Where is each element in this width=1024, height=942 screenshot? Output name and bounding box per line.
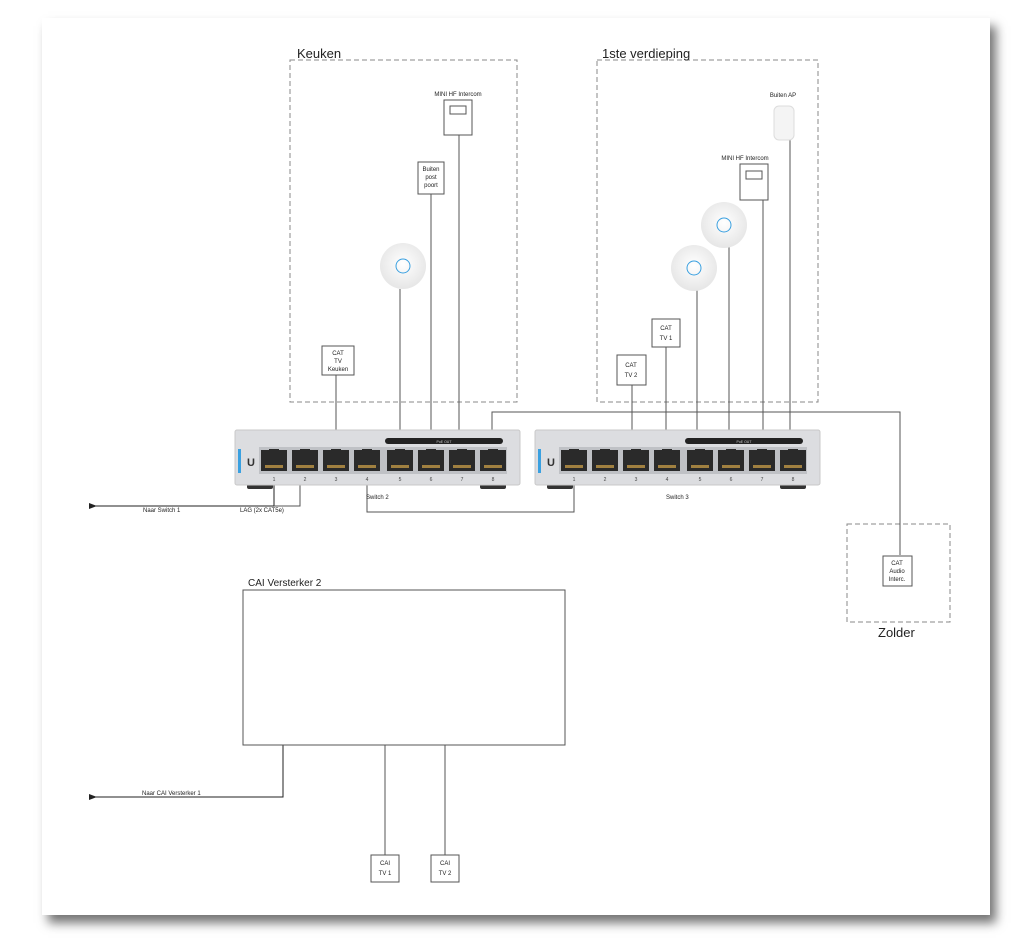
cat-tv-keuken: CAT TV Keuken (321, 345, 355, 376)
intercom-label: MINI HF Intercom (434, 92, 481, 98)
ethernet-port-2[interactable] (292, 449, 318, 471)
switch-2-label: Switch 2 (366, 495, 389, 501)
ethernet-port-7[interactable] (749, 449, 775, 471)
device-label: Interc. (889, 577, 906, 583)
port-number: 6 (430, 477, 433, 483)
zone-zolder: Zolder (846, 523, 951, 640)
port-number: 4 (366, 477, 369, 483)
device-label: TV (334, 359, 342, 365)
ethernet-port-1[interactable] (561, 449, 587, 471)
device-label: TV 2 (625, 373, 638, 379)
cai-versterker-2: CAI Versterker 2 (242, 578, 566, 746)
port-number: 1 (273, 477, 276, 483)
ethernet-port-2[interactable] (592, 449, 618, 471)
lag-label: LAG (2x CAT5e) (240, 508, 284, 514)
poe-bar (385, 438, 503, 444)
ubiquiti-logo: U (247, 457, 255, 469)
port-number: 2 (604, 477, 607, 483)
port-number: 2 (304, 477, 307, 483)
ethernet-port-5[interactable] (387, 449, 413, 471)
cai-title: CAI Versterker 2 (248, 578, 322, 589)
zone-label: Zolder (878, 625, 916, 640)
device-label: CAT (625, 363, 637, 369)
device-label: CAT (891, 561, 903, 567)
poe-label: PoE OUT (437, 440, 453, 444)
device-label: CAT (332, 351, 344, 357)
cai-tv1: CAI TV 1 (370, 854, 400, 883)
intercom-verdieping: MINI HF Intercom (721, 156, 769, 201)
device-label: CAT (660, 326, 672, 332)
ubiquiti-logo: U (547, 457, 555, 469)
device-label: Buiten (422, 167, 439, 173)
zone-label: Keuken (297, 46, 341, 61)
intercom-label: MINI HF Intercom (721, 156, 768, 162)
ethernet-port-4[interactable] (354, 449, 380, 471)
port-number: 7 (761, 477, 764, 483)
cat-tv2: CAT TV 2 (616, 354, 647, 386)
buiten-ap: Buiten AP (770, 93, 796, 141)
port-number: 6 (730, 477, 733, 483)
poe-label: PoE OUT (737, 440, 753, 444)
port-number: 5 (699, 477, 702, 483)
device-label: Buiten AP (770, 93, 796, 99)
port-number: 8 (492, 477, 495, 483)
device-label: post (425, 175, 437, 181)
cat-audio-interc: CAT Audio Interc. (882, 555, 913, 587)
switch-3-label: Switch 3 (666, 495, 689, 501)
device-label: poort (424, 183, 438, 189)
ethernet-port-7[interactable] (449, 449, 475, 471)
access-point-keuken (380, 243, 426, 289)
access-point-2 (701, 202, 747, 248)
device-label: TV 1 (660, 336, 673, 342)
ethernet-port-8[interactable] (780, 449, 806, 471)
device-label: Keuken (328, 367, 348, 373)
port-number: 8 (792, 477, 795, 483)
ethernet-port-6[interactable] (718, 449, 744, 471)
ethernet-port-8[interactable] (480, 449, 506, 471)
cat-tv1: CAT TV 1 (651, 318, 681, 348)
device-label: CAI (380, 861, 390, 867)
device-label: CAI (440, 861, 450, 867)
port-number: 4 (666, 477, 669, 483)
cable-naar-cai1 (89, 735, 284, 800)
zone-keuken: Keuken (289, 46, 518, 403)
ethernet-port-3[interactable] (323, 449, 349, 471)
switch-2: U PoE OUT 1 2 3 4 5 6 7 8 (234, 429, 521, 489)
cai-tv2: CAI TV 2 (430, 854, 460, 883)
port-number: 3 (635, 477, 638, 483)
ethernet-port-6[interactable] (418, 449, 444, 471)
device-label: Audio (889, 569, 905, 575)
intercom-keuken: MINI HF Intercom (434, 92, 482, 136)
switch-3: U PoE OUT 1 2 3 4 5 6 7 8 (534, 429, 821, 489)
status-led (238, 449, 241, 473)
port-number: 1 (573, 477, 576, 483)
port-number: 7 (461, 477, 464, 483)
port-number: 5 (399, 477, 402, 483)
naar-cai1-label: Naar CAI Versterker 1 (142, 791, 201, 797)
status-led (538, 449, 541, 473)
zone-label: 1ste verdieping (602, 46, 690, 61)
cables (89, 135, 901, 855)
cable-zolder (491, 411, 901, 555)
naar-switch1-label: Naar Switch 1 (143, 508, 181, 514)
device-label: TV 1 (379, 871, 392, 877)
zone-1ste-verdieping: 1ste verdieping (596, 46, 819, 403)
poe-bar (685, 438, 803, 444)
ethernet-port-4[interactable] (654, 449, 680, 471)
cable-switch2-switch3 (366, 470, 575, 513)
device-label: TV 2 (439, 871, 452, 877)
port-number: 3 (335, 477, 338, 483)
buiten-post-poort: Buiten post poort (417, 161, 445, 195)
ethernet-port-5[interactable] (687, 449, 713, 471)
access-point-1 (671, 245, 717, 291)
ethernet-port-3[interactable] (623, 449, 649, 471)
ethernet-port-1[interactable] (261, 449, 287, 471)
